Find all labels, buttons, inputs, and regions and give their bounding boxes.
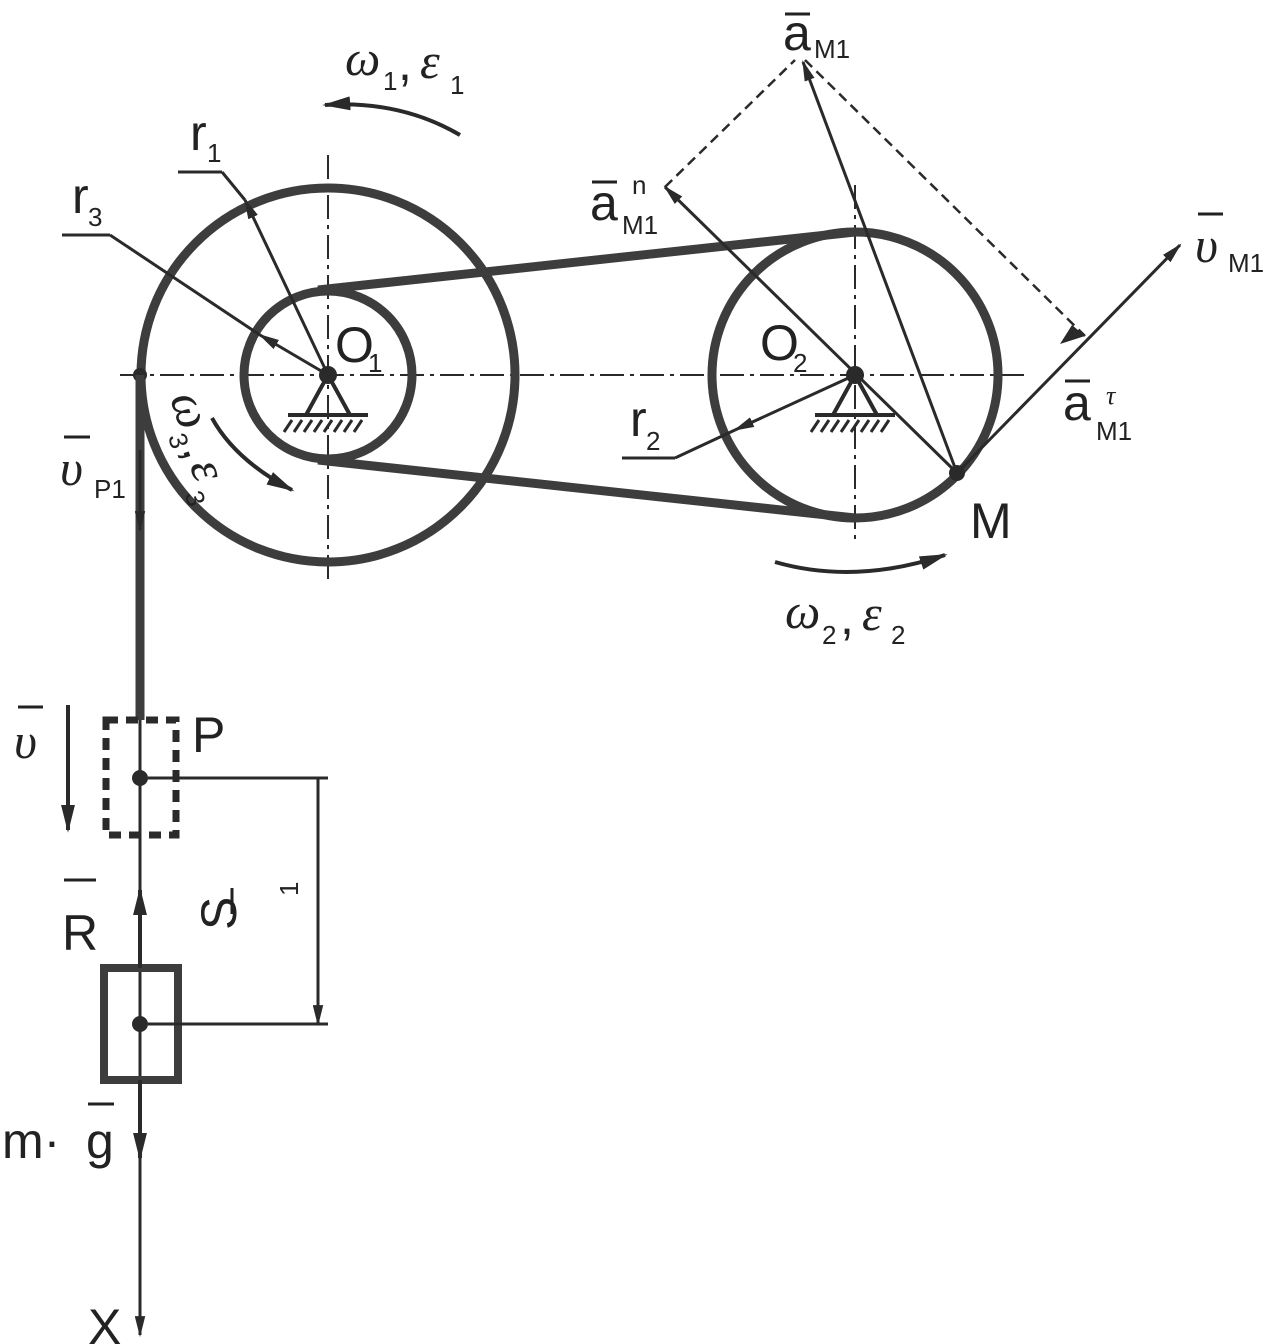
- label-s1: S: [191, 897, 247, 930]
- label-a-m1-n-sup: n: [632, 170, 646, 200]
- label-omega1: ω: [345, 30, 380, 86]
- belt-bottom: [317, 455, 856, 523]
- label-comma-2: ,: [840, 589, 854, 645]
- rotation-arrow-omega2: [774, 553, 948, 574]
- label-o1-sub: 1: [368, 348, 382, 378]
- vector-bars: [18, 12, 1223, 1106]
- label-r: R: [62, 905, 98, 961]
- label-a-m1-tau-sup: τ: [1106, 381, 1117, 410]
- label-omega1-sub: 1: [383, 66, 397, 96]
- label-v-p1-sub: P1: [94, 474, 126, 504]
- label-comma-1: ,: [398, 35, 412, 91]
- vector-v-m1: [955, 243, 1182, 475]
- label-eps2: ε: [862, 585, 882, 641]
- leader-r1: [220, 171, 247, 201]
- label-r2-sub: 2: [646, 426, 660, 456]
- radius-r2: [733, 373, 856, 432]
- label-o1: O: [335, 317, 374, 373]
- label-r3-sub: 3: [88, 202, 102, 232]
- label-v-m1-sub: M1: [1228, 248, 1264, 278]
- label-v: υ: [14, 713, 37, 769]
- label-omega2: ω: [785, 583, 820, 639]
- label-o2: O: [760, 315, 799, 371]
- vector-a-m1: [801, 60, 959, 474]
- point-p: [132, 770, 148, 786]
- dashed-parallelogram-left: [664, 59, 796, 188]
- label-omega3: ω: [160, 384, 224, 435]
- dashed-parallelogram-right: [804, 59, 1086, 337]
- label-eps1-sub: 1: [450, 70, 464, 100]
- label-a-m1: a: [783, 5, 811, 61]
- label-s1-sub: 1: [274, 882, 304, 896]
- vector-a-m1-n: [663, 185, 959, 475]
- label-r1-sub: 1: [207, 138, 221, 168]
- leader-r3: [109, 233, 261, 337]
- label-a-m1-tau-sub: M1: [1096, 416, 1132, 446]
- label-mg-g: g: [86, 1113, 114, 1169]
- label-r3: r: [72, 168, 89, 224]
- label-r1: r: [190, 105, 207, 161]
- label-a-m1-tau: a: [1063, 375, 1091, 431]
- rotation-arrow-omega3: [210, 417, 295, 492]
- label-mg-m: m·: [2, 1113, 60, 1169]
- label-m: M: [970, 493, 1012, 549]
- radius-r1: [243, 198, 330, 376]
- leader-r2: [674, 428, 736, 460]
- load-center: [132, 1016, 148, 1032]
- label-p: P: [192, 707, 225, 763]
- label-a-m1-n-sub: M1: [622, 210, 658, 240]
- label-x: X: [88, 1299, 121, 1344]
- label-v-m1: υ: [1195, 217, 1218, 273]
- label-a-m1-n: a: [590, 175, 618, 231]
- label-o2-sub: 2: [793, 348, 807, 378]
- label-a-m1-sub: M1: [814, 34, 850, 64]
- label-omega2-sub: 2: [822, 620, 836, 650]
- radius-r3: [258, 333, 329, 377]
- label-r2: r: [630, 391, 647, 447]
- belt-top: [317, 227, 856, 295]
- point-m: [949, 465, 965, 481]
- label-eps1: ε: [420, 33, 440, 89]
- arrow-a-m1-tau: [1060, 325, 1085, 344]
- support-o1: [282, 366, 368, 433]
- rotation-arrow-omega1: [322, 96, 462, 137]
- label-eps2-sub: 2: [891, 620, 905, 650]
- label-v-p1: υ: [60, 440, 83, 496]
- label-s1-group: S 1: [191, 882, 304, 930]
